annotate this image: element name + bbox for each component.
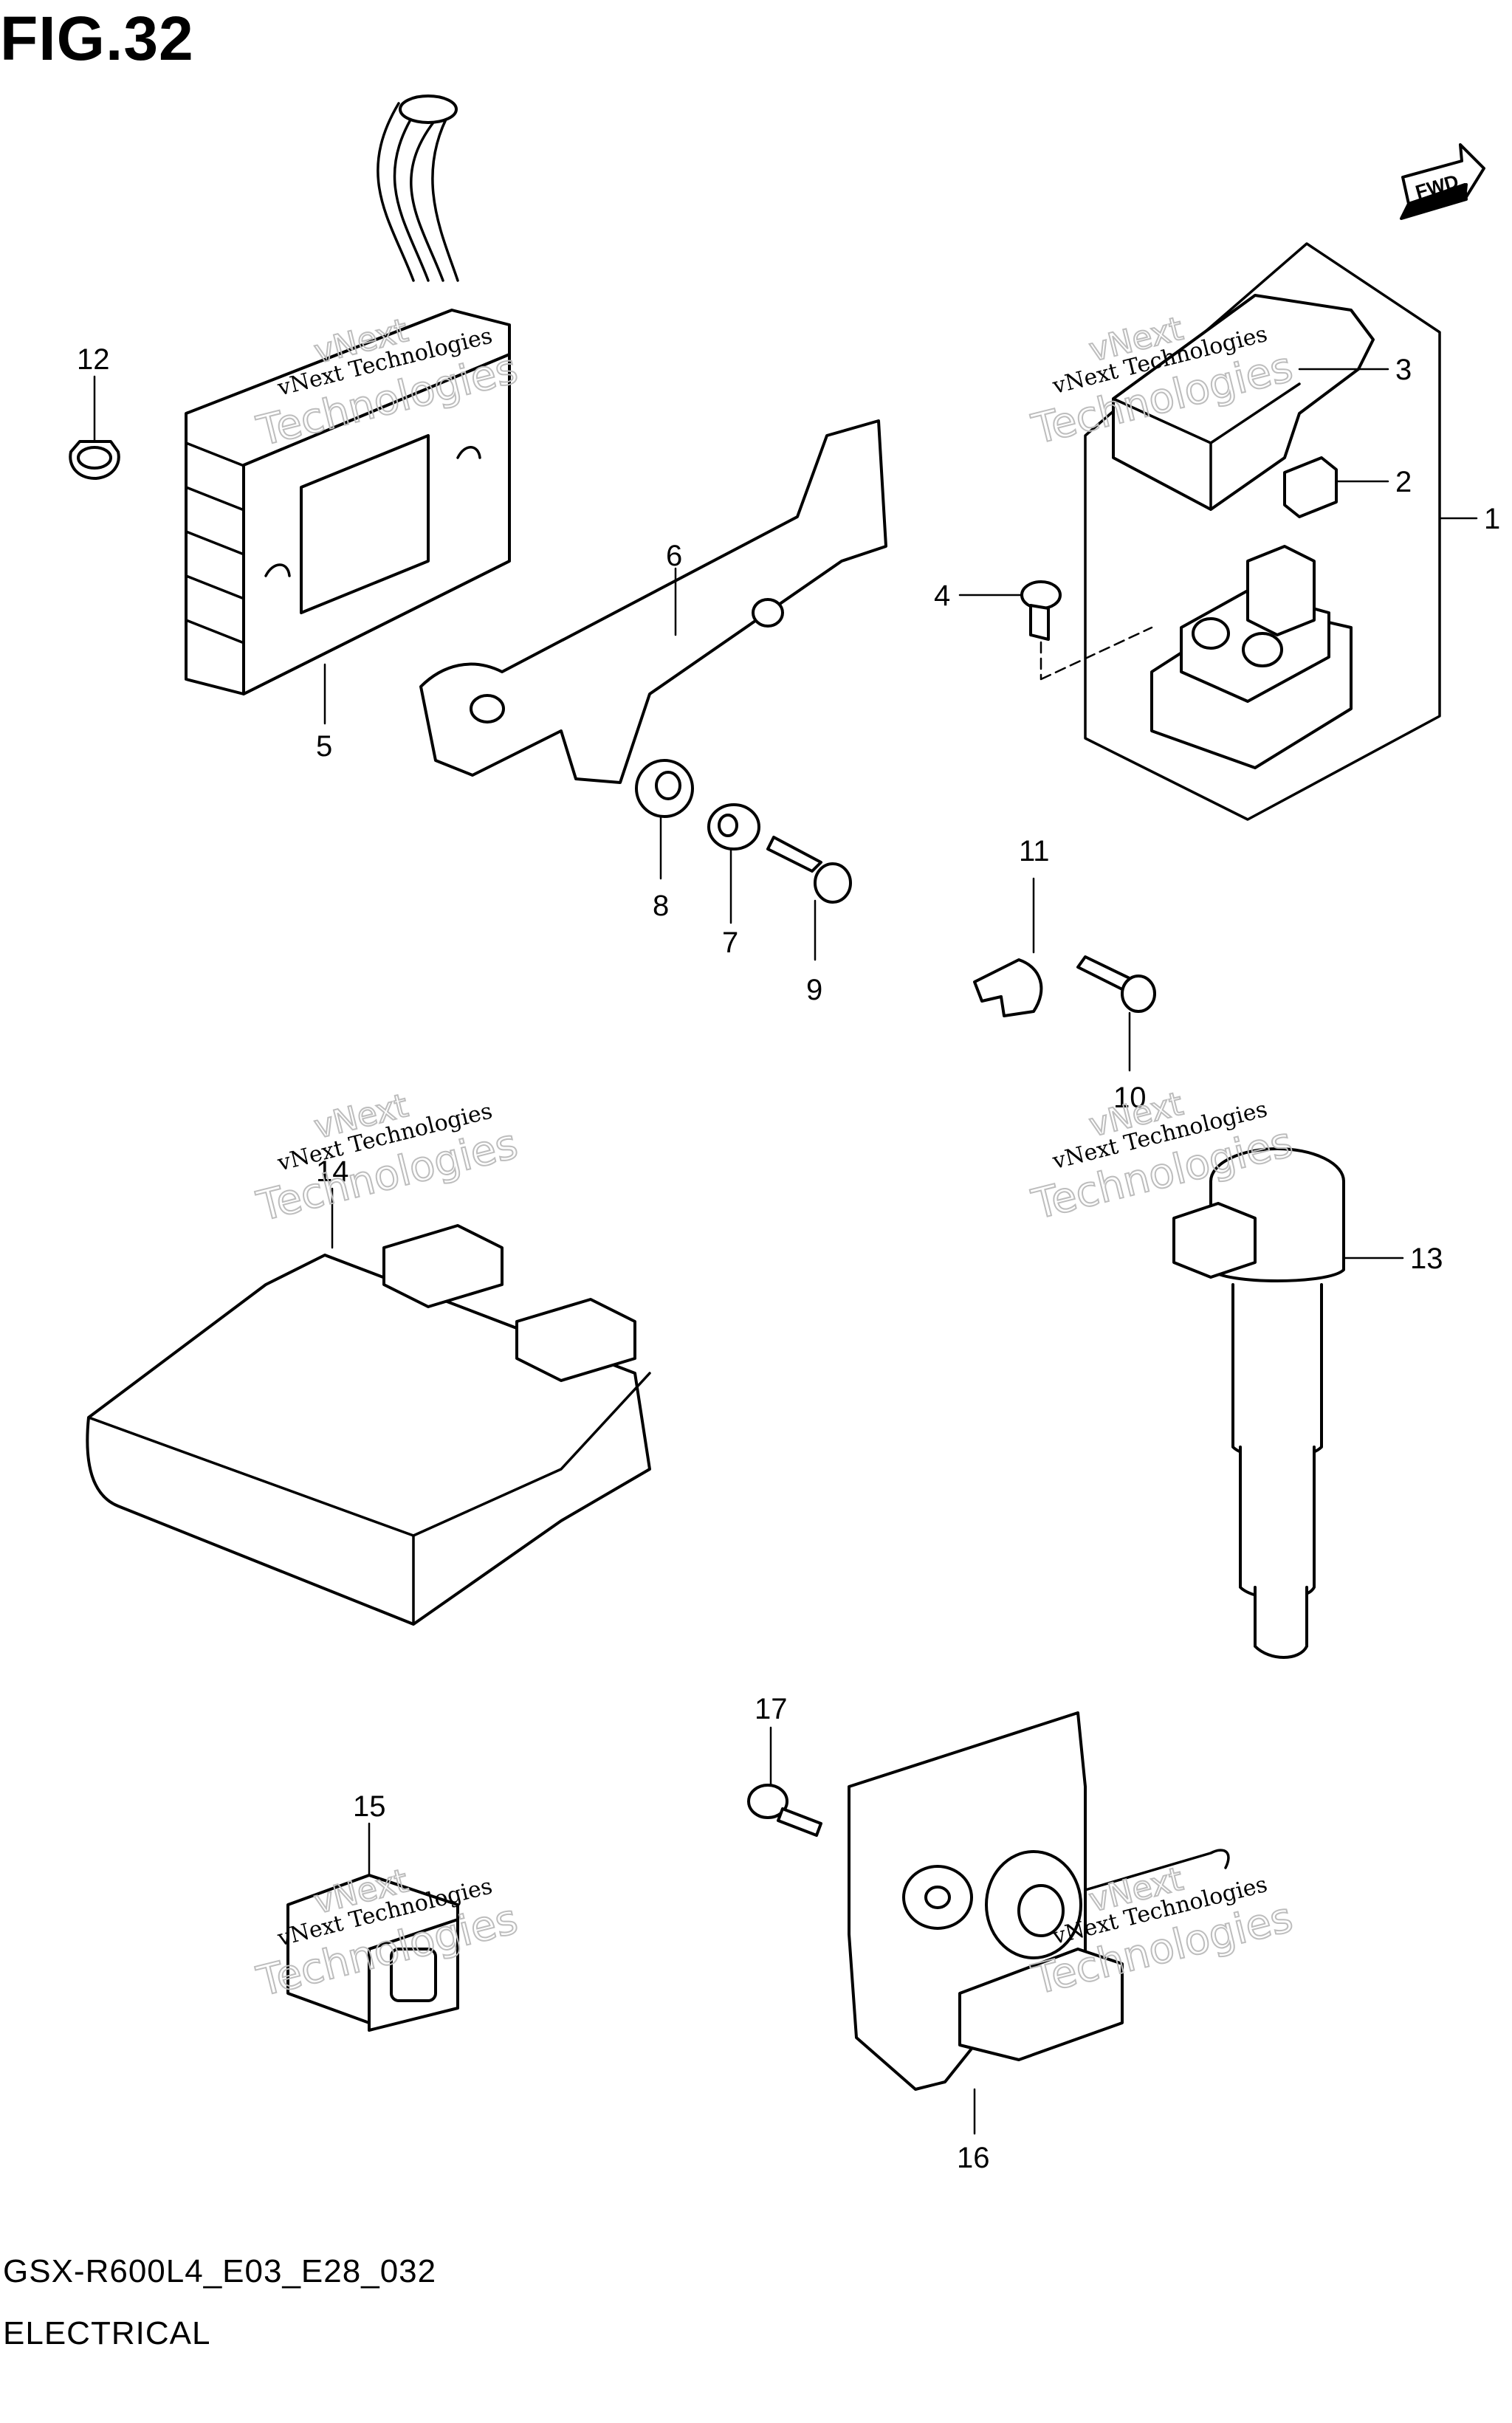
part-6-bracket[interactable]	[419, 419, 887, 784]
callout-12: 12	[77, 343, 110, 376]
callout-8: 8	[653, 890, 669, 922]
callout-14: 14	[316, 1155, 349, 1188]
part-12-nut[interactable]	[69, 375, 120, 480]
part-7-collar[interactable]	[707, 803, 760, 924]
part-17-bolt[interactable]	[747, 1726, 822, 1837]
callout-13: 13	[1410, 1243, 1443, 1275]
part-13-ignition-coil[interactable]	[1172, 1147, 1404, 1659]
figure-code: GSX-R600L4_E03_E28_032	[3, 2253, 437, 2289]
part-5-regulator-rectifier[interactable]	[185, 94, 511, 725]
part-11-clamp[interactable]	[973, 877, 1043, 1017]
callout-4: 4	[934, 580, 950, 612]
callout-15: 15	[353, 1790, 386, 1823]
callout-11: 11	[1019, 835, 1050, 867]
part-15-connector[interactable]	[286, 1822, 459, 2032]
part-1-starter-relay-assembly[interactable]	[1084, 242, 1478, 821]
part-1-relay-body[interactable]	[1150, 545, 1353, 769]
part-2-fuse[interactable]	[1283, 456, 1389, 518]
callout-1: 1	[1484, 503, 1500, 535]
fwd-arrow-icon: FWD	[1400, 143, 1485, 220]
watermark-3: vNext Technologies vNext Technologies	[252, 1086, 523, 1231]
part-14-ecm[interactable]	[86, 1187, 651, 1626]
callout-16: 16	[957, 2142, 990, 2174]
callout-9: 9	[806, 974, 822, 1006]
part-4-screw[interactable]	[958, 580, 1153, 681]
part-3-relay-cover[interactable]	[1112, 294, 1389, 511]
part-8-grommet[interactable]	[635, 759, 694, 880]
callout-6: 6	[666, 540, 682, 572]
figure-name: ELECTRICAL	[3, 2315, 211, 2351]
part-9-bolt[interactable]	[766, 836, 852, 961]
callout-2: 2	[1395, 466, 1412, 498]
callout-labels: 1 2 3 4 5 6 7 8 9 10 11 12 13 14 15 16 1…	[77, 343, 1500, 2174]
callout-17: 17	[755, 1693, 788, 1725]
callout-10: 10	[1113, 1082, 1147, 1114]
figure-title: FIG.32	[0, 4, 194, 73]
part-16-sensor[interactable]	[848, 1711, 1230, 2135]
part-10-bolt[interactable]	[1076, 955, 1156, 1072]
callout-3: 3	[1395, 354, 1412, 386]
callout-5: 5	[316, 730, 332, 763]
callout-7: 7	[722, 927, 738, 959]
